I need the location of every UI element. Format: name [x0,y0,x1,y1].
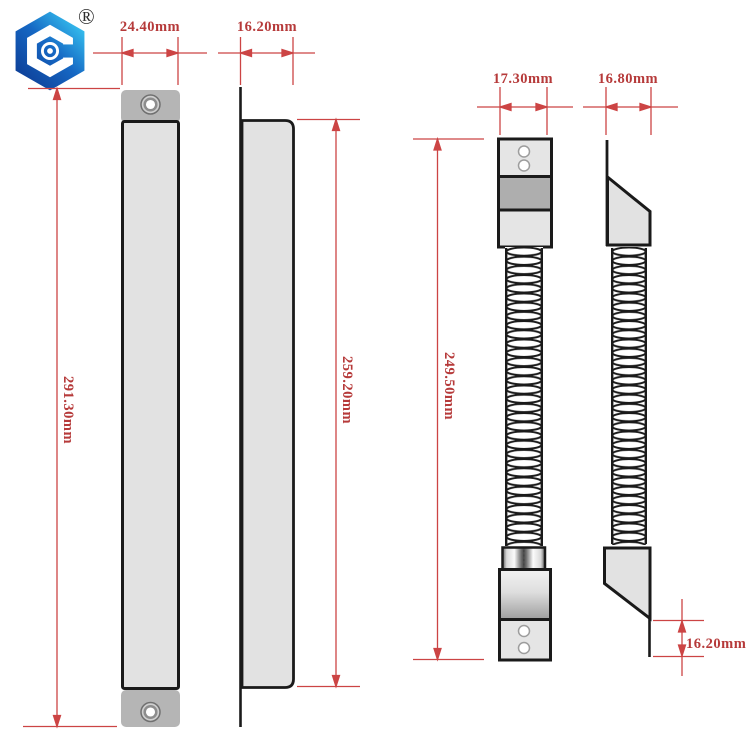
loop-lower-body [498,568,552,622]
dim-height-plate-side: 259.20mm [339,356,355,425]
bracket-hole [517,159,531,172]
dim-height-loop-front: 249.50mm [441,352,457,421]
loop-side-top-cover [606,173,652,247]
loop-side-bottom-cover [603,546,652,622]
dim-width-plate-front: 24.40mm [119,19,181,35]
plate-side-view [239,87,295,727]
brand-logo [15,11,85,91]
logo-center-dot [47,48,53,54]
flexible-conduit-front [505,247,543,546]
top-screw-hole-center [143,97,158,112]
loop-front-view [497,137,553,662]
dim-width-loop-front: 17.30mm [492,71,554,87]
bracket-hole [517,624,531,638]
dim-width-loop-side: 16.80mm [597,71,659,87]
loop-dark-band [497,175,553,212]
bracket-hole [517,145,531,158]
dim-width-plate-side: 16.20mm [236,19,298,35]
plate-body [121,120,180,690]
plate-front-view [121,90,180,727]
loop-side-view [603,140,652,657]
dim-offset-loop-side-bottom: 16.20mm [686,636,747,652]
bracket-hole [517,641,531,655]
flexible-conduit-side [611,247,647,545]
logo-ring-gap [59,44,78,58]
logo-inner-ring [27,24,73,78]
bottom-screw-hole-center [143,704,158,720]
plate-side-body [240,119,295,689]
registered-trademark: ® [78,4,95,29]
dim-height-plate-front: 291.30mm [60,376,76,445]
dimension-lines [23,37,704,729]
loop-light-band [497,208,553,249]
